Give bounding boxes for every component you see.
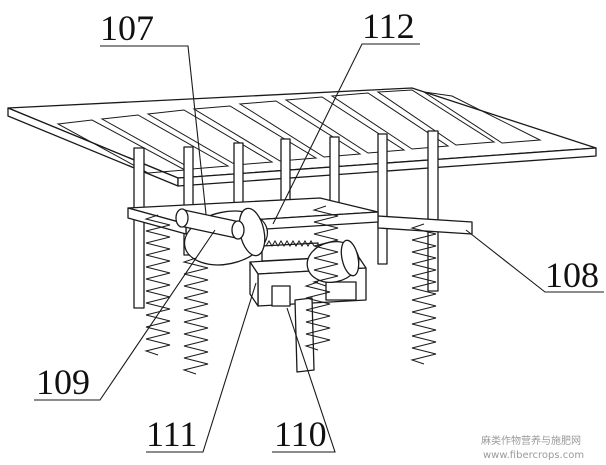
label-111: 111 — [146, 414, 197, 454]
grate-slots — [56, 89, 542, 174]
top-grate-plate — [7, 87, 597, 187]
watermark-url: www.fibercrops.com — [483, 450, 584, 461]
springs — [144, 205, 437, 375]
label-110: 110 — [274, 414, 327, 454]
label-107: 107 — [100, 8, 154, 48]
vertical-posts — [133, 130, 439, 309]
label-109: 109 — [36, 362, 90, 402]
label-112: 112 — [362, 6, 415, 46]
support-bar-108 — [377, 215, 473, 235]
leader-lines — [34, 43, 604, 453]
watermark-title: 麻类作物营养与施肥网 — [481, 434, 581, 447]
shaft-107 — [175, 208, 245, 240]
label-108: 108 — [545, 255, 599, 295]
